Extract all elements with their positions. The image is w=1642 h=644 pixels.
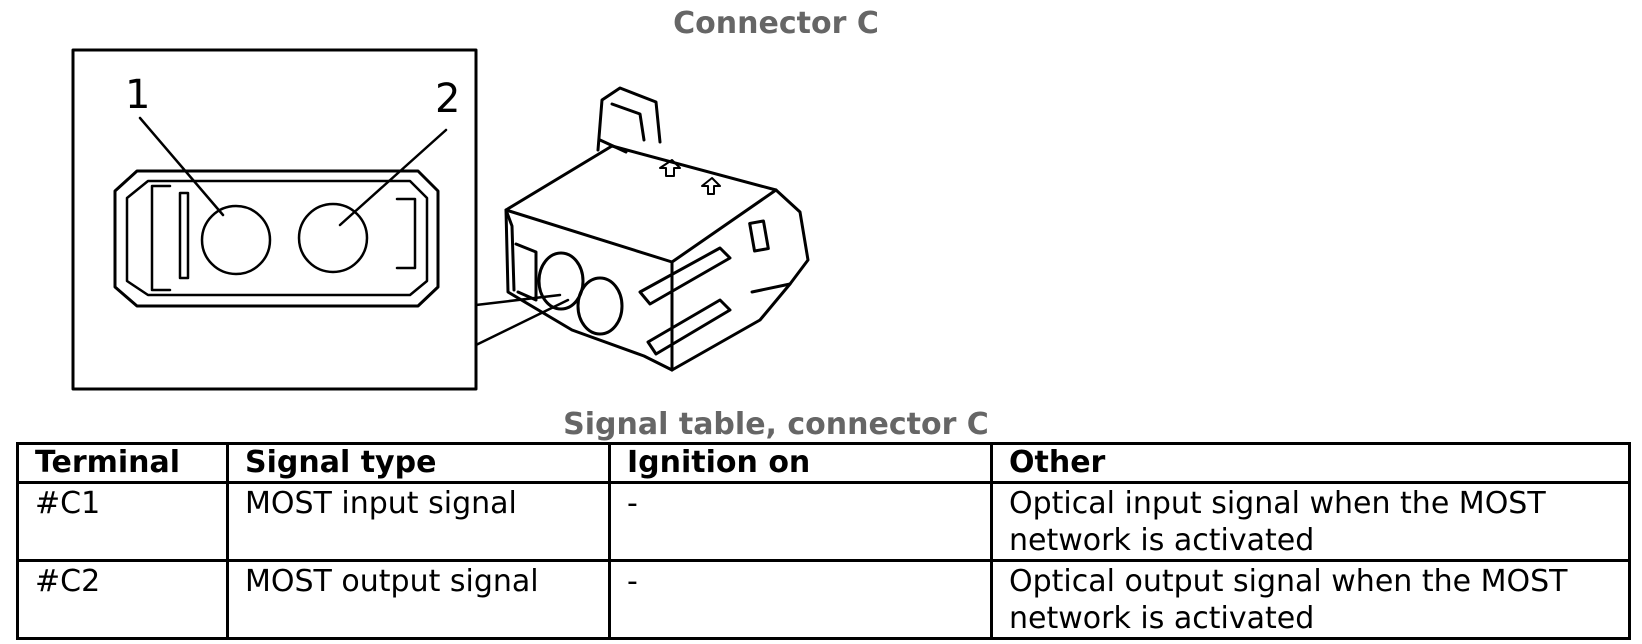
- header-terminal: Terminal: [16, 442, 229, 484]
- cell-ignition-on: -: [608, 481, 993, 562]
- cell-signal-type: MOST output signal: [226, 559, 611, 640]
- callout-label-1: 1: [125, 72, 150, 118]
- signal-table: Terminal Signal type Ignition on Other #…: [16, 442, 1631, 640]
- inset-frame: [71, 48, 478, 391]
- header-other: Other: [990, 442, 1631, 484]
- inset-pointer: [474, 293, 562, 307]
- cell-other: Optical input signal when the MOST netwo…: [990, 481, 1631, 562]
- callout-label-2: 2: [435, 76, 460, 122]
- table-header-row: Terminal Signal type Ignition on Other: [16, 442, 1631, 484]
- right-latch: [395, 197, 417, 270]
- left-latch-bar: [178, 191, 190, 280]
- left-latch: [150, 184, 172, 292]
- terminal-hole-2: [297, 202, 369, 274]
- table-row: #C1 MOST input signal - Optical input si…: [16, 481, 1631, 562]
- connector-diagram: 1 2: [71, 48, 810, 391]
- table-row: #C2 MOST output signal - Optical output …: [16, 559, 1631, 640]
- cell-terminal: #C2: [16, 559, 229, 640]
- table-title: Signal table, connector C: [563, 407, 989, 442]
- cell-signal-type: MOST input signal: [226, 481, 611, 562]
- callout-leader-2: [338, 128, 448, 227]
- connector-3d-body: [504, 86, 810, 372]
- cell-ignition-on: -: [608, 559, 993, 640]
- terminal-hole-1: [200, 204, 272, 276]
- cell-other: Optical output signal when the MOST netw…: [990, 559, 1631, 640]
- callout-leader-1: [138, 116, 225, 217]
- connector-title: Connector C: [673, 6, 879, 41]
- cell-terminal: #C1: [16, 481, 229, 562]
- connector-face-outer: [113, 169, 440, 308]
- header-signal-type: Signal type: [226, 442, 611, 484]
- connector-face-inner: [125, 179, 429, 297]
- header-ignition-on: Ignition on: [608, 442, 993, 484]
